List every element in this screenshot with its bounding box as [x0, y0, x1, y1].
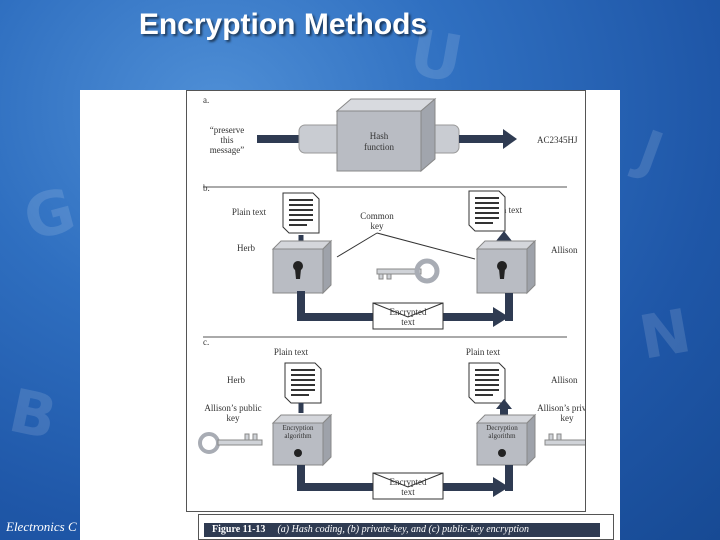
section-b-label: b.	[203, 183, 210, 193]
public-plain-text-right: Plain text	[466, 347, 501, 357]
background-letter: N	[634, 296, 696, 374]
private-receiver-name: Allison	[551, 245, 578, 255]
box-to-plain-arrow	[496, 399, 512, 419]
common-key-label-line-1: Common	[360, 211, 394, 221]
slide-title: Encryption Methods	[138, 8, 428, 41]
background-letter: G	[16, 174, 83, 256]
decryption-label-line-1: Decryption	[486, 424, 518, 432]
private-plain-text-left: Plain text	[232, 207, 267, 217]
section-a-label: a.	[203, 95, 209, 105]
decryption-label-line-2: algorithm	[488, 432, 516, 440]
hash-input-line-3: message”	[210, 145, 244, 155]
hash-output-arrow	[459, 129, 517, 149]
encryption-label-line-2: algorithm	[284, 432, 312, 440]
background-letter: J	[629, 118, 672, 187]
hash-function-label-line-2: function	[364, 142, 394, 152]
lock-box-icon	[476, 240, 536, 294]
public-envelope-line-2: text	[401, 487, 415, 497]
hash-input-line-2: this	[220, 135, 234, 145]
hash-function-box	[298, 97, 460, 173]
key-connector-line	[336, 232, 378, 258]
common-key-label-line-2: key	[371, 221, 384, 231]
key-connector-line	[376, 232, 476, 260]
encryption-algorithm-box	[271, 413, 333, 467]
figure-caption: Figure 11-13 (a) Hash coding, (b) private…	[198, 514, 614, 540]
envelope-icon	[372, 302, 444, 330]
figure-number: Figure 11-13	[212, 524, 266, 535]
private-key-label-line-2: key	[561, 413, 574, 423]
private-key-label-line-1: Allison’s private	[537, 403, 585, 413]
slide-footer: Electronics C	[6, 519, 77, 534]
plain-text-document-icon	[468, 190, 506, 232]
public-plain-text-left: Plain text	[274, 347, 309, 357]
public-envelope-line-1: Encrypted	[390, 477, 427, 487]
key-icon	[376, 258, 440, 284]
plain-text-document-icon	[284, 362, 322, 404]
background-letter: B	[3, 376, 63, 454]
hash-output: AC2345HJ	[537, 135, 578, 145]
private-envelope-line-2: text	[401, 317, 415, 327]
lock-box-icon	[272, 240, 332, 294]
public-receiver-name: Allison	[551, 375, 578, 385]
public-key-icon	[198, 432, 263, 454]
public-key-label-line-2: key	[227, 413, 240, 423]
private-envelope-line-1: Encrypted	[390, 307, 427, 317]
plain-text-document-icon	[468, 362, 506, 404]
hash-function-label-line-1: Hash	[370, 131, 389, 141]
private-key-icon	[544, 433, 590, 446]
figure-caption-bar: Figure 11-13 (a) Hash coding, (b) private…	[204, 523, 600, 537]
envelope-icon	[372, 472, 444, 500]
plain-text-document-icon	[282, 192, 320, 234]
section-c-label: c.	[203, 337, 209, 347]
figure-caption-text: (a) Hash coding, (b) private-key, and (c…	[277, 524, 530, 535]
hash-input-line-1: “preserve	[210, 125, 244, 135]
decryption-algorithm-box	[475, 413, 537, 467]
private-sender-name: Herb	[237, 243, 255, 253]
public-sender-name: Herb	[227, 375, 245, 385]
public-key-label-line-1: Allison’s public	[204, 403, 261, 413]
figure-frame: a. “preserve this message” Hash function…	[186, 90, 597, 512]
encryption-label-line-1: Encryption	[282, 424, 314, 432]
